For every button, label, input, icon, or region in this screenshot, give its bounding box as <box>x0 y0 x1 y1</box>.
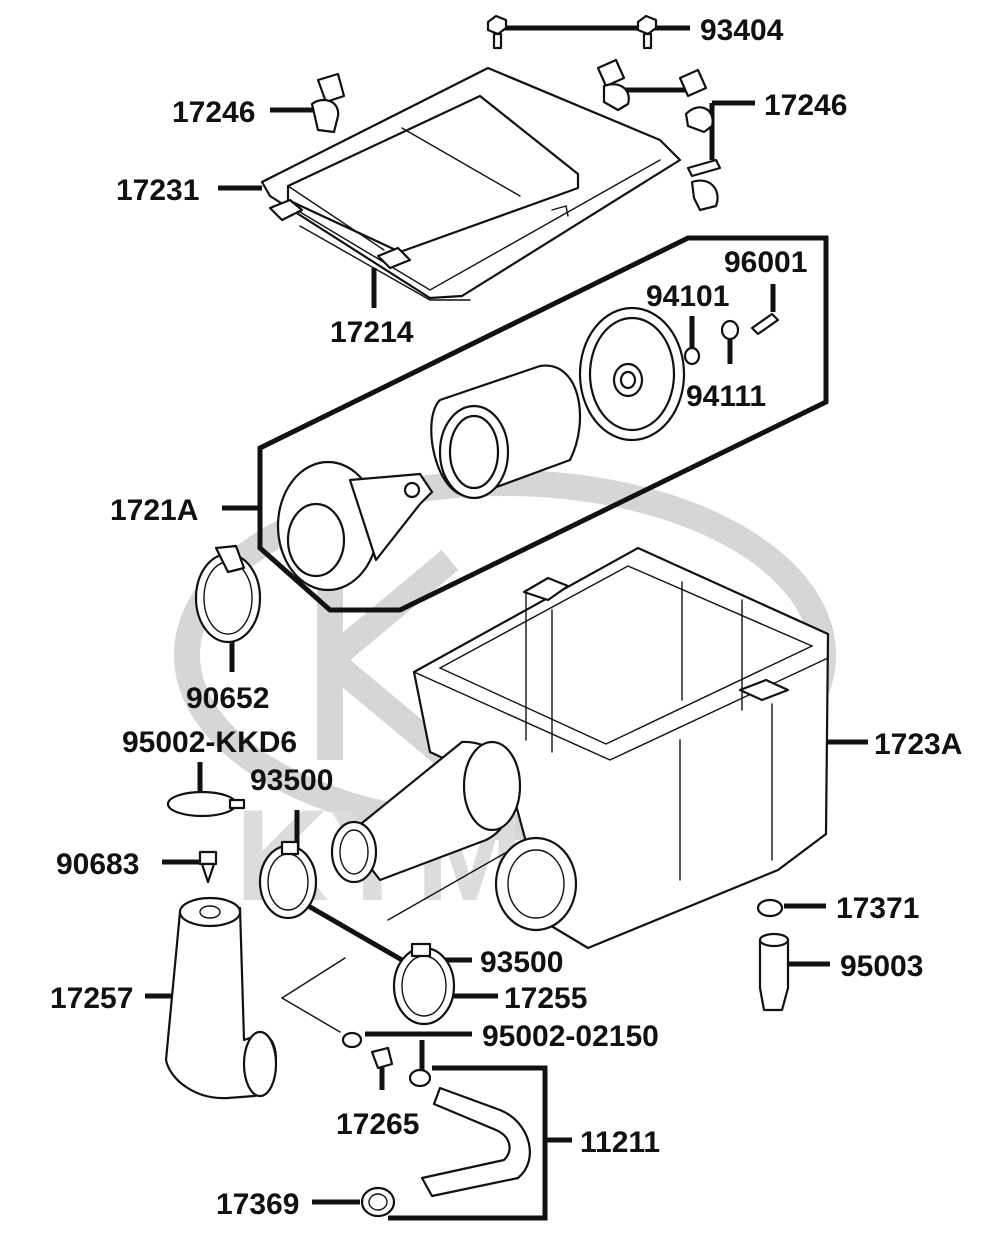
assembly-guide-lines <box>281 839 529 1033</box>
label-95002-KKD6: 95002-KKD6 <box>122 726 297 759</box>
screw-96001 <box>750 312 780 336</box>
label-95003: 95003 <box>840 950 923 983</box>
leader-lines <box>145 25 868 1221</box>
label-94111: 94111 <box>686 380 766 413</box>
label-17257: 17257 <box>50 982 133 1015</box>
label-93500-upper: 93500 <box>250 764 333 797</box>
label-93500-lower: 93500 <box>480 946 563 979</box>
label-17371: 17371 <box>836 892 919 925</box>
clip-17371 <box>756 898 784 918</box>
clip-95002-02150-b <box>408 1068 432 1088</box>
drain-elbow-17257 <box>164 896 278 1100</box>
label-17246-right: 17246 <box>764 89 847 122</box>
label-1721A: 1721A <box>110 494 198 527</box>
label-96001: 96001 <box>724 246 807 279</box>
airbox-cover-gasket-17214 <box>299 225 471 301</box>
filter-element <box>430 364 582 500</box>
label-17246-left: 17246 <box>172 96 255 129</box>
filter-housing-1721A <box>276 460 434 592</box>
label-90683: 90683 <box>56 848 139 881</box>
label-1723A: 1723A <box>874 728 962 761</box>
clip-95002-02150-a <box>341 1031 363 1049</box>
drain-cap-95003 <box>758 932 790 1012</box>
outlet-boot <box>494 836 578 932</box>
clip-17246-right-c <box>686 158 722 212</box>
label-17231: 17231 <box>116 174 199 207</box>
pin-90683 <box>198 850 218 884</box>
clip-17369 <box>360 1186 396 1218</box>
callout-labels: 93404 17246 17246 17231 17214 96001 9410… <box>50 14 962 1221</box>
airbox-cover-17231 <box>260 66 682 300</box>
washer-94111 <box>720 319 740 341</box>
filter-cover-plate <box>578 306 686 442</box>
label-95002-02150: 95002-02150 <box>482 1020 659 1053</box>
intake-funnel <box>330 740 522 884</box>
clip-17246-left <box>310 72 346 134</box>
washer-94101 <box>683 346 701 366</box>
label-17214: 17214 <box>330 316 414 349</box>
label-11211: 11211 <box>580 1126 660 1159</box>
label-93404: 93404 <box>700 14 784 47</box>
label-90652: 90652 <box>186 682 269 715</box>
label-17369: 17369 <box>216 1188 299 1221</box>
bolt-93404-right <box>636 14 658 50</box>
clip-17246-right-a <box>596 58 630 112</box>
hose-11211 <box>420 1086 531 1198</box>
bolt-93404-left <box>486 14 508 50</box>
clamp-90652 <box>194 544 262 644</box>
clamp-95002-KKD6 <box>166 790 246 818</box>
label-17265: 17265 <box>336 1108 419 1141</box>
label-17255: 17255 <box>504 982 587 1015</box>
clamp-93500-lower <box>392 942 456 1026</box>
fitting-17265 <box>370 1046 394 1070</box>
clip-17246-right-b <box>678 68 714 134</box>
label-94101: 94101 <box>646 280 729 313</box>
clamp-93500-upper <box>258 840 318 920</box>
